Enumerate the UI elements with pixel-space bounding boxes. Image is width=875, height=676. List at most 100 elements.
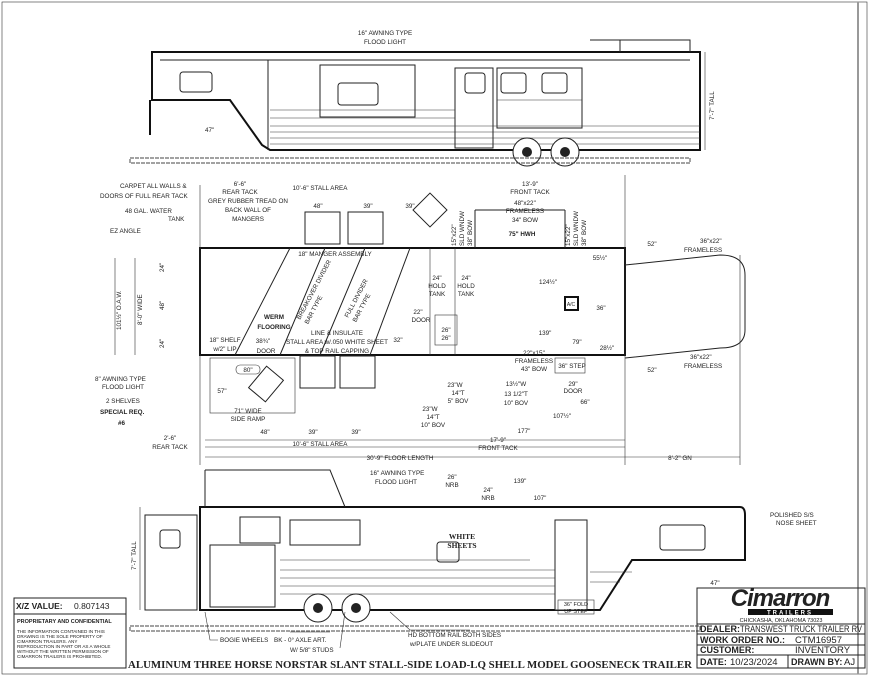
xz-value: 0.807143 bbox=[74, 601, 110, 611]
sld-window-left-2: SLD WNDW bbox=[459, 211, 466, 246]
awning-light-label-3: 16" AWNING TYPE bbox=[370, 470, 424, 477]
water-tank-note-2: TANK bbox=[168, 216, 185, 223]
dim-124: 124½" bbox=[539, 278, 557, 286]
sld-window-right: 15"x22" bbox=[565, 224, 572, 246]
side-ramp bbox=[209, 357, 296, 414]
bottom-elevation: 16" AWNING TYPE FLOOD LIGHT 26" NRB 139"… bbox=[129, 469, 817, 654]
floor-plan: CARPET ALL WALLS & DOORS OF FULL REAR TA… bbox=[95, 175, 746, 465]
carpet-note-2: DOORS OF FULL REAR TACK bbox=[100, 193, 189, 200]
width-label: 8'-0" WIDE bbox=[137, 294, 144, 325]
xz-label: X/Z VALUE: bbox=[16, 601, 63, 611]
side-ramp-door bbox=[209, 544, 276, 608]
dim-177: 177" bbox=[518, 428, 531, 435]
sld-window-right-3: 38" BOW bbox=[581, 220, 588, 246]
door-22-label: DOOR bbox=[412, 317, 431, 324]
rubber-tread-note: GREY RUBBER TREAD ON bbox=[208, 198, 288, 205]
stall-dim: 39" bbox=[308, 429, 317, 436]
white-sheets-2: SHEETS bbox=[447, 541, 476, 550]
hold-tank: 24" bbox=[461, 275, 470, 282]
window-note-3: 34" BOW bbox=[512, 217, 538, 224]
dim-28: 28½" bbox=[600, 344, 615, 352]
window-23b: 23"W bbox=[422, 406, 437, 413]
hold-tank: HOLD bbox=[428, 283, 446, 290]
ez-angle-note: EZ ANGLE bbox=[110, 228, 141, 235]
dealer-value: TRANSWEST TRUCK TRAILER RV bbox=[740, 624, 863, 635]
customer-value: INVENTORY bbox=[795, 645, 851, 656]
window-23b-2: 14"T bbox=[426, 414, 439, 421]
dim-107: 107½" bbox=[553, 412, 571, 420]
rear-tack-door bbox=[144, 514, 198, 611]
awning-light-label-4: FLOOD LIGHT bbox=[375, 479, 417, 486]
work-order-label: WORK ORDER NO.: bbox=[700, 635, 785, 645]
manger-label: 18" MANGER ASSEMBLY bbox=[298, 251, 372, 258]
step-label: 36" STEP bbox=[558, 363, 585, 370]
shelf-note-2: w/2" LIP bbox=[212, 346, 236, 353]
rear-tack-label-2: REAR TACK bbox=[152, 444, 188, 451]
fold-step-2: UP STEP bbox=[564, 609, 588, 615]
rubber-tread-note-2: BACK WALL OF bbox=[225, 207, 271, 214]
window-13-3: 10" BOV bbox=[504, 400, 529, 407]
awning-light-label-2: FLOOD LIGHT bbox=[364, 39, 406, 46]
special-req-number: #6 bbox=[118, 420, 126, 427]
gn-window-note-3: 36"x22" bbox=[690, 354, 712, 361]
stall-area-bottom: 10'-6" STALL AREA bbox=[293, 441, 349, 448]
ac-unit bbox=[564, 296, 579, 311]
insulate-note-2: STALL AREA w/.050 WHITE SHEET bbox=[286, 339, 388, 346]
proprietary-text: DRAWING IS THE SOLE PROPERTY OF bbox=[17, 634, 103, 639]
width-dim: 24" bbox=[159, 263, 166, 272]
title-block: X/Z VALUE: 0.807143 PROPRIETARY AND CONF… bbox=[13, 585, 866, 671]
rail-note-2: w/PLATE UNDER SLIDEOUT bbox=[409, 641, 493, 648]
nrb-24-label: NRB bbox=[481, 495, 494, 502]
rubber-tread-note-3: MANGERS bbox=[232, 216, 264, 223]
location: CHICKASHA, OKLAHOMA 73023 bbox=[740, 618, 823, 624]
dim-80: 80" bbox=[243, 367, 252, 374]
rear-tack-dim-2: 2'-6" bbox=[164, 435, 177, 442]
hwh-label: 75" HWH bbox=[509, 231, 536, 238]
flooring-label: WERM bbox=[264, 314, 284, 321]
neck-height-label: 47" bbox=[205, 127, 214, 134]
proprietary-text: CIMARRON TRAILERS IS PROHIBITED. bbox=[17, 654, 102, 659]
front-tack-label-2: FRONT TACK bbox=[478, 445, 518, 452]
hold-tank: TANK bbox=[458, 291, 475, 298]
dealer-label: DEALER: bbox=[700, 624, 740, 634]
nrb-24: 24" bbox=[483, 487, 492, 494]
awning-8-note: 8" AWNING TYPE bbox=[95, 376, 146, 383]
window-13-2: 13 1/2"T bbox=[504, 391, 528, 398]
top-elevation: 16" AWNING TYPE FLOOD LIGHT 7'-7" TALL 4… bbox=[129, 30, 716, 167]
living-door bbox=[554, 519, 588, 611]
fold-step: 36" FOLD bbox=[564, 602, 588, 608]
dim-107-elev: 107" bbox=[534, 495, 547, 502]
hold-tank: HOLD bbox=[457, 283, 475, 290]
width-dim: 24" bbox=[159, 339, 166, 348]
window-23a-2: 14"T bbox=[451, 390, 464, 397]
proprietary-text: REPRODUCTION IN PART OR AS A WHOLE bbox=[17, 644, 110, 649]
window-23a: 23"W bbox=[447, 382, 462, 389]
dim-66: 66" bbox=[580, 399, 589, 406]
stall-dim: 39" bbox=[363, 203, 372, 210]
ground-scale bbox=[129, 625, 701, 632]
rail-note: HD BOTTOM RAIL BOTH SIDES bbox=[408, 632, 501, 639]
window-23a-3: 5" BOV bbox=[448, 398, 470, 405]
shelves-note: 2 SHELVES bbox=[106, 398, 140, 405]
proprietary-text: THE INFORMATION CONTAINED IN THIS bbox=[17, 629, 105, 634]
drawn-by-value: AJ bbox=[844, 657, 855, 668]
awning-light-label: 16" AWNING TYPE bbox=[358, 30, 412, 37]
flooring-label-2: FLOORING bbox=[257, 324, 290, 331]
gn-window-note-2: FRAMELESS bbox=[684, 247, 722, 254]
dim-36: 36" bbox=[596, 305, 605, 312]
door-22: 22" bbox=[413, 309, 422, 316]
window-22x15-3: 43" BOW bbox=[521, 366, 547, 373]
sld-window-left: 15"x22" bbox=[451, 224, 458, 246]
dim-26: 26" bbox=[441, 327, 450, 334]
stall-dim: 48" bbox=[313, 203, 322, 210]
neck-height-label-2: 47" bbox=[710, 580, 719, 587]
gn-length: 8'-2" GN bbox=[668, 455, 692, 462]
nose-note: POLISHED S/S bbox=[770, 512, 814, 519]
proprietary-text: WITHOUT THE WRITTEN PERMISSION OF bbox=[17, 649, 109, 654]
front-tack-label: FRONT TACK bbox=[510, 189, 550, 196]
rear-tack-label: REAR TACK bbox=[222, 189, 258, 196]
stall-dim: 48" bbox=[260, 429, 269, 436]
window-13: 13½"W bbox=[506, 380, 526, 388]
window-22x15: 22"x15" bbox=[523, 350, 545, 357]
